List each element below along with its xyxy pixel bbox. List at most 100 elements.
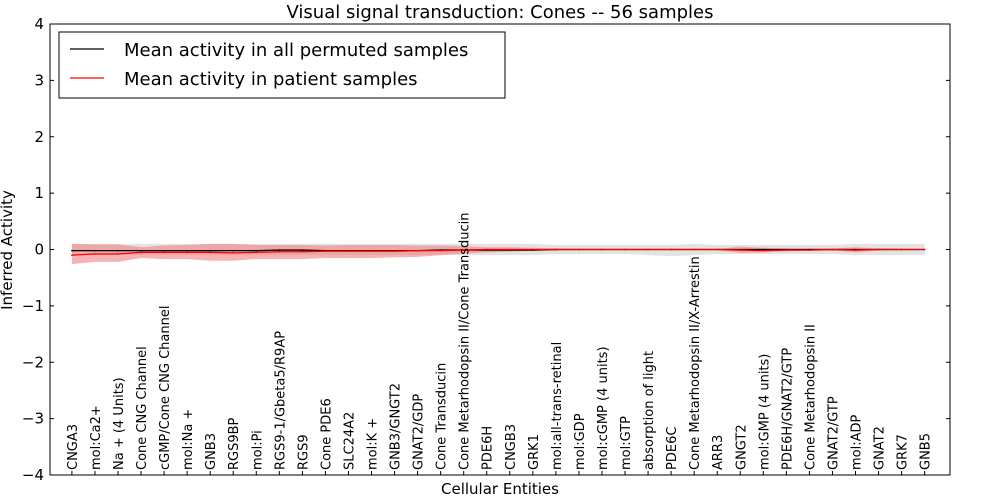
point-patient [163,251,165,254]
y-tick-label: 3 [34,71,44,89]
point-patient [485,248,488,251]
legend-box [58,31,506,99]
category-label: RGS9 [296,434,311,470]
point-patient [831,248,834,251]
point-patient [808,249,811,251]
category-label: PDE6H [481,426,496,470]
category-label: RGS9-1/Gbeta5/R9AP [273,331,288,470]
category-label: GNB3/GNGT2 [389,383,404,470]
point-permuted [186,249,188,252]
category-label: Cone CNG Channel [135,346,150,470]
point-patient [532,248,534,251]
category-label: mol:Pi [250,430,265,470]
legend-label-patient: Mean activity in patient samples [124,69,418,90]
category-label: GNAT2 [873,426,888,470]
point-patient [278,250,281,253]
y-tick-label: 2 [34,128,44,146]
point-patient [854,249,857,251]
point-permuted [71,249,73,252]
point-patient [578,248,580,251]
category-label: Cone Metarhodopsin II/X-Arrestin [688,256,703,470]
line-patient [71,248,925,256]
point-patient [439,249,442,252]
category-label: PDE6H/GNAT2/GTP [780,348,795,470]
y-tick-label: −3 [22,410,44,428]
category-label: GNAT2/GTP [826,396,841,470]
point-patient [301,250,304,253]
y-tick-label: −1 [22,297,44,315]
point-patient [462,249,465,251]
category-label: GNB3 [204,433,219,470]
point-patient [716,248,719,251]
point-patient [94,253,96,255]
y-tick-label: −2 [22,353,44,371]
category-label: mol:Na + [181,409,196,470]
point-patient [739,249,742,251]
category-label: SLC24A2 [342,412,357,470]
point-patient [232,252,235,254]
category-label: mol:cGMP (4 units) [596,346,611,470]
point-permuted [762,248,765,251]
category-label: GNB5 [919,433,934,470]
category-label: Cone Metarhodopsin II [803,324,818,470]
category-label: RGS9BP [227,417,242,470]
point-permuted [117,249,119,252]
point-patient [693,248,695,251]
point-patient [670,248,672,251]
point-patient [508,248,511,251]
point-patient [877,248,880,251]
y-tick-label: 0 [34,241,44,259]
point-patient [71,254,73,256]
legend: Mean activity in all permuted samples Me… [58,31,506,99]
point-patient [324,250,327,252]
category-label: GNGT2 [734,424,749,470]
point-permuted [301,249,304,251]
point-patient [186,251,188,254]
category-label: ARR3 [711,435,726,470]
category-label: GRK7 [896,434,911,470]
category-label: mol:GMP (4 units) [757,354,772,470]
point-permuted [140,249,142,252]
point-patient [393,250,396,252]
point-patient [255,251,258,254]
point-permuted [255,249,258,252]
point-permuted [232,249,235,252]
category-label: mol:Ca2+ [89,405,104,470]
category-label: Cone Transducin [435,363,450,470]
category-label: GRK1 [527,434,542,470]
point-permuted [94,249,96,252]
category-label: cGMP/Cone CNG Channel [158,306,173,470]
y-tick-label: −4 [22,466,44,484]
legend-label-permuted: Mean activity in all permuted samples [124,40,468,61]
y-tick-label: 4 [34,15,44,33]
category-label: Cone PDE6 [319,398,334,470]
category-label: mol:K + [366,418,381,470]
point-patient [555,248,557,251]
point-patient [370,250,373,252]
point-patient [416,249,419,252]
point-permuted [209,249,211,252]
point-patient [923,248,926,251]
point-patient [209,251,211,254]
category-label: Cone Metarhodopsin II/Cone Transducin [458,213,473,471]
point-patient [624,248,626,251]
point-patient [117,253,119,255]
point-patient [140,251,142,254]
category-label: absorption of light [642,351,657,470]
category-label: mol:GTP [619,416,634,470]
y-axis-label: Inferred Activity [0,190,16,310]
point-patient [647,248,649,251]
x-axis-label: Cellular Entities [441,480,559,498]
plot-frame [49,23,951,476]
category-label: CNGB3 [504,424,519,470]
point-permuted [278,249,281,251]
category-label: mol:ADP [850,414,865,470]
point-patient [785,249,788,251]
point-patient [900,248,903,251]
category-label: mol:all-trans-retinal [550,342,565,470]
point-permuted [163,249,165,252]
category-label: mol:GDP [573,413,588,470]
category-label: GNAT2/GDP [412,394,427,470]
